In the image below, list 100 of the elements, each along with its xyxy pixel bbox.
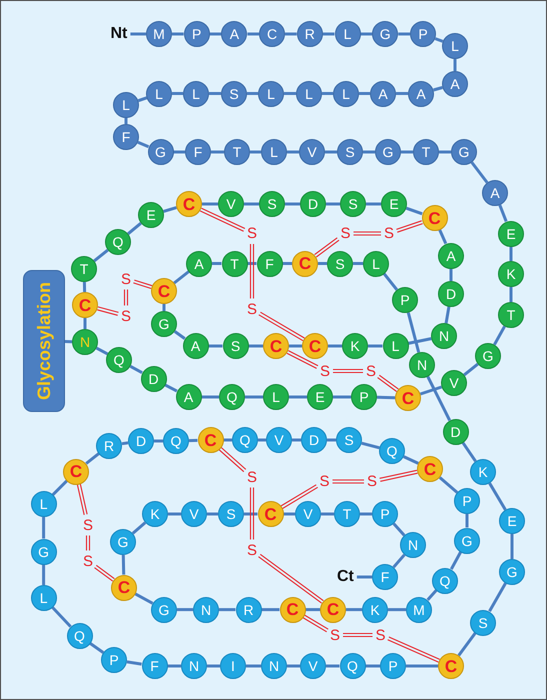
- chain-line: [318, 262, 327, 265]
- chain-line: [470, 162, 488, 184]
- sulfur-label: S: [367, 474, 378, 489]
- chain-line: [401, 150, 413, 154]
- chain-line: [126, 660, 142, 666]
- chain-line: [333, 396, 351, 398]
- chain-line: [376, 396, 396, 400]
- chain-line: [211, 150, 224, 154]
- chain-line: [306, 608, 320, 612]
- chain-line: [463, 362, 479, 376]
- chain-line: [289, 344, 302, 348]
- disulfide-bond: [250, 486, 254, 540]
- chain-line: [172, 92, 183, 95]
- sulfur-label: S: [320, 474, 330, 489]
- chain-line: [363, 150, 375, 154]
- chain-line: [173, 270, 190, 284]
- disulfide-bond: [132, 280, 153, 290]
- chain-line: [82, 282, 86, 292]
- sulfur-label: S: [247, 226, 258, 241]
- disulfide-bond: [379, 470, 418, 482]
- sulfur-label: S: [121, 272, 132, 286]
- chain-line: [168, 512, 181, 516]
- chain-line: [434, 37, 444, 43]
- sulfur-label: S: [83, 554, 94, 568]
- chain-line: [52, 480, 68, 496]
- chain-line: [247, 92, 258, 95]
- chain-line: [426, 376, 452, 422]
- disulfide-bond: [302, 614, 329, 632]
- disulfide-bond: [96, 306, 120, 316]
- chain-line: [130, 32, 146, 36]
- disulfide-bond: [280, 484, 318, 510]
- chain-line: [438, 229, 448, 244]
- terminus-label: Nt: [110, 26, 128, 42]
- chain-line: [246, 664, 261, 668]
- chain-line: [96, 346, 108, 356]
- chain-line: [498, 204, 508, 222]
- chain-line: [258, 438, 266, 442]
- chain-line: [202, 202, 218, 206]
- disulfide-bond: [332, 479, 365, 484]
- chain-line: [406, 206, 423, 216]
- chain-line: [426, 589, 438, 601]
- disulfide-bond: [250, 243, 254, 300]
- chain-line: [177, 608, 193, 612]
- chain-line: [366, 202, 381, 206]
- sulfur-label: S: [376, 628, 386, 642]
- chain-line: [163, 206, 177, 213]
- chain-line: [122, 441, 128, 446]
- disulfide-bond: [218, 446, 246, 472]
- chain-line: [292, 438, 301, 442]
- sulfur-label: S: [83, 518, 94, 532]
- disulfide-bond: [86, 534, 90, 552]
- chain-line: [408, 337, 432, 345]
- sulfur-label: S: [247, 470, 258, 484]
- chain-line: [244, 512, 258, 516]
- chain-line: [325, 150, 337, 154]
- chain-line: [462, 442, 477, 462]
- disulfide-bond: [286, 350, 319, 369]
- chain-line: [219, 608, 236, 612]
- sulfur-label: S: [330, 628, 340, 642]
- disulfide-bond: [352, 231, 382, 236]
- chain-line: [321, 512, 334, 516]
- chain-line: [168, 664, 181, 668]
- chain-line: [208, 344, 222, 348]
- chain-line: [327, 438, 336, 442]
- chain-line: [326, 664, 340, 668]
- chain-line: [42, 517, 46, 539]
- chain-line: [248, 344, 263, 348]
- chain-line: [162, 304, 166, 311]
- chain-line: [202, 396, 219, 398]
- sulfur-label: S: [247, 302, 258, 316]
- chain-line: [138, 96, 148, 102]
- chain-line: [322, 32, 334, 36]
- sulfur-label: S: [340, 226, 351, 241]
- chain-line: [368, 344, 382, 348]
- chain-line: [366, 664, 380, 668]
- chain-line: [250, 150, 261, 154]
- chain-line: [392, 554, 406, 568]
- chain-line: [488, 482, 507, 511]
- disulfide-bond: [387, 636, 440, 663]
- terminus-label: Ct: [337, 569, 354, 585]
- chain-line: [388, 608, 406, 612]
- sulfur-label: S: [121, 308, 132, 324]
- disulfide-bond: [258, 312, 306, 342]
- sulfur-label: S: [384, 226, 394, 241]
- chain-line: [360, 512, 372, 516]
- chain-line: [262, 608, 280, 612]
- chain-line: [284, 92, 296, 95]
- chain-line: [124, 118, 128, 124]
- chain-line: [137, 140, 150, 148]
- chain-line: [89, 642, 104, 654]
- chain-line: [392, 522, 406, 536]
- chain-line: [285, 202, 300, 206]
- chain-line: [188, 438, 198, 442]
- chain-line: [398, 32, 410, 36]
- chain-line: [289, 396, 307, 398]
- chain-line: [353, 262, 363, 265]
- chain-line: [84, 318, 86, 329]
- chain-line: [488, 582, 507, 612]
- chain-line: [458, 632, 476, 656]
- disulfide-bond: [124, 288, 128, 306]
